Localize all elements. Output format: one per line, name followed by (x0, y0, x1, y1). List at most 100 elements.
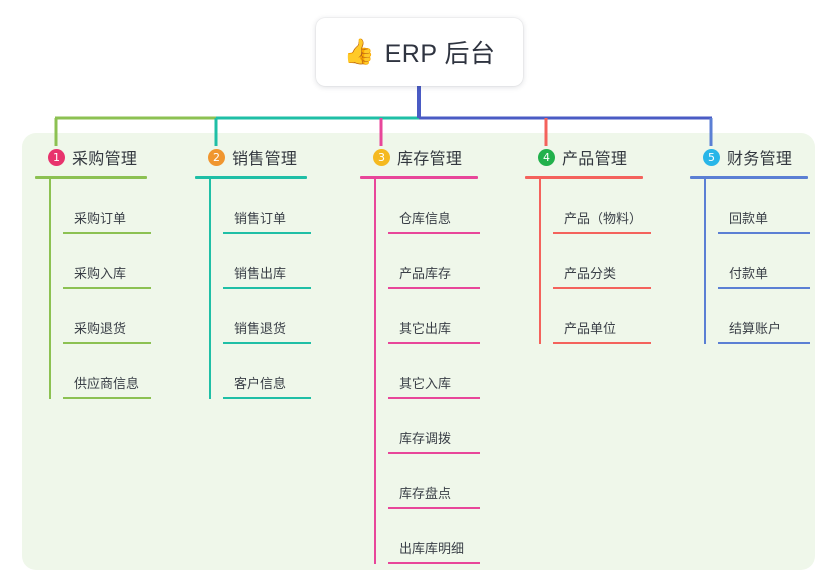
branch-item-label: 销售退货 (234, 321, 287, 336)
branch-item-list: 产品（物料） 产品分类产品单位 (525, 179, 675, 344)
branch-item-rule (388, 232, 480, 234)
branch-spine (209, 179, 211, 399)
branch-item-rule (63, 232, 151, 234)
branch-item-rule (388, 342, 480, 344)
branch-title: 采购管理 (72, 151, 138, 168)
branch-item-rule (223, 232, 311, 234)
branch-item[interactable]: 出库库明细 (374, 509, 515, 564)
branch-spine (704, 179, 706, 344)
branch-header-3[interactable]: 3 库存管理 (360, 145, 515, 169)
branch-number-badge: 1 (48, 148, 65, 166)
thumbs-up-icon: 👍 (343, 37, 375, 66)
branch-item-rule (718, 287, 810, 289)
branch-item-rule (553, 232, 651, 234)
branch-item-label: 产品分类 (564, 266, 617, 281)
branch-number-badge: 2 (208, 148, 225, 166)
branch-item[interactable]: 产品（物料） (539, 179, 675, 234)
branch-item-label: 结算账户 (729, 321, 782, 336)
branch-item-label: 产品库存 (399, 266, 452, 281)
branch-number-badge: 5 (703, 148, 720, 166)
branch-item-rule (718, 342, 810, 344)
branch-header-rule (195, 176, 307, 179)
branch-item[interactable]: 销售订单 (209, 179, 345, 234)
branch-item[interactable]: 销售退货 (209, 289, 345, 344)
branch-item-list: 采购订单采购入库采购退货供应商信息 (35, 179, 185, 399)
branch-item[interactable]: 库存调拨 (374, 399, 515, 454)
branch-item-list: 仓库信息产品库存其它出库其它入库库存调拨库存盘点出库库明细 (360, 179, 515, 564)
branch-header-1[interactable]: 1 采购管理 (35, 145, 185, 169)
branch-item-label: 采购入库 (74, 266, 127, 281)
branch-item-rule (718, 232, 810, 234)
branch-item-list: 回款单付款单结算账户 (690, 179, 839, 344)
branch-item-rule (223, 287, 311, 289)
branch-item-label: 采购订单 (74, 211, 127, 226)
branch-item-label: 产品单位 (564, 321, 617, 336)
branch-item-label: 付款单 (729, 266, 769, 281)
branch-spine (49, 179, 51, 399)
branch-item-label: 产品（物料） (564, 211, 643, 226)
branch-item-rule (388, 507, 480, 509)
branch-item[interactable]: 供应商信息 (49, 344, 185, 399)
branch-column-5: 5 财务管理回款单付款单结算账户 (690, 145, 839, 344)
branch-item[interactable]: 销售出库 (209, 234, 345, 289)
diagram-background-panel (22, 133, 815, 570)
branch-number-badge: 4 (538, 148, 555, 166)
branch-item-rule (553, 287, 651, 289)
branch-item-label: 出库库明细 (399, 541, 465, 556)
branch-header-2[interactable]: 2 销售管理 (195, 145, 345, 169)
branch-title: 库存管理 (397, 151, 463, 168)
branch-item-label: 回款单 (729, 211, 769, 226)
branch-item[interactable]: 仓库信息 (374, 179, 515, 234)
branch-item-label: 其它入库 (399, 376, 452, 391)
branch-item-list: 销售订单销售出库销售退货客户信息 (195, 179, 345, 399)
branch-item-rule (388, 397, 480, 399)
branch-item-rule (388, 287, 480, 289)
branch-column-4: 4 产品管理产品（物料） 产品分类产品单位 (525, 145, 675, 344)
branch-header-rule (35, 176, 147, 179)
branch-item[interactable]: 库存盘点 (374, 454, 515, 509)
branch-spine (374, 179, 376, 564)
branch-item-label: 客户信息 (234, 376, 287, 391)
branch-item-label: 供应商信息 (74, 376, 140, 391)
branch-item-rule (553, 342, 651, 344)
branch-title: 产品管理 (562, 151, 628, 168)
branch-item-rule (223, 397, 311, 399)
branch-item[interactable]: 产品单位 (539, 289, 675, 344)
branch-header-4[interactable]: 4 产品管理 (525, 145, 675, 169)
branch-item[interactable]: 回款单 (704, 179, 839, 234)
branch-item-rule (223, 342, 311, 344)
root-node-card[interactable]: 👍 ERP 后台 (316, 18, 523, 86)
branch-item-rule (388, 562, 480, 564)
branch-item[interactable]: 结算账户 (704, 289, 839, 344)
branch-item-label: 库存盘点 (399, 486, 452, 501)
branch-item[interactable]: 其它入库 (374, 344, 515, 399)
branch-item[interactable]: 采购退货 (49, 289, 185, 344)
branch-header-rule (690, 176, 808, 179)
branch-item-label: 其它出库 (399, 321, 452, 336)
root-node-title: ERP 后台 (384, 40, 496, 68)
branch-header-rule (525, 176, 643, 179)
branch-item[interactable]: 客户信息 (209, 344, 345, 399)
branch-item-rule (63, 287, 151, 289)
branch-item[interactable]: 产品库存 (374, 234, 515, 289)
branch-item-rule (63, 397, 151, 399)
branch-item-label: 库存调拨 (399, 431, 452, 446)
branch-column-3: 3 库存管理仓库信息产品库存其它出库其它入库库存调拨库存盘点出库库明细 (360, 145, 515, 564)
branch-number-badge: 3 (373, 148, 390, 166)
branch-item[interactable]: 采购订单 (49, 179, 185, 234)
branch-header-5[interactable]: 5 财务管理 (690, 145, 839, 169)
branch-title: 财务管理 (727, 151, 793, 168)
branch-header-rule (360, 176, 478, 179)
branch-item-label: 采购退货 (74, 321, 127, 336)
branch-item[interactable]: 其它出库 (374, 289, 515, 344)
branch-item-rule (63, 342, 151, 344)
branch-item-label: 销售出库 (234, 266, 287, 281)
branch-item[interactable]: 产品分类 (539, 234, 675, 289)
branch-item[interactable]: 采购入库 (49, 234, 185, 289)
branch-column-2: 2 销售管理销售订单销售出库销售退货客户信息 (195, 145, 345, 399)
branch-spine (539, 179, 541, 344)
branch-item[interactable]: 付款单 (704, 234, 839, 289)
branch-title: 销售管理 (232, 151, 298, 168)
branch-item-label: 仓库信息 (399, 211, 452, 226)
